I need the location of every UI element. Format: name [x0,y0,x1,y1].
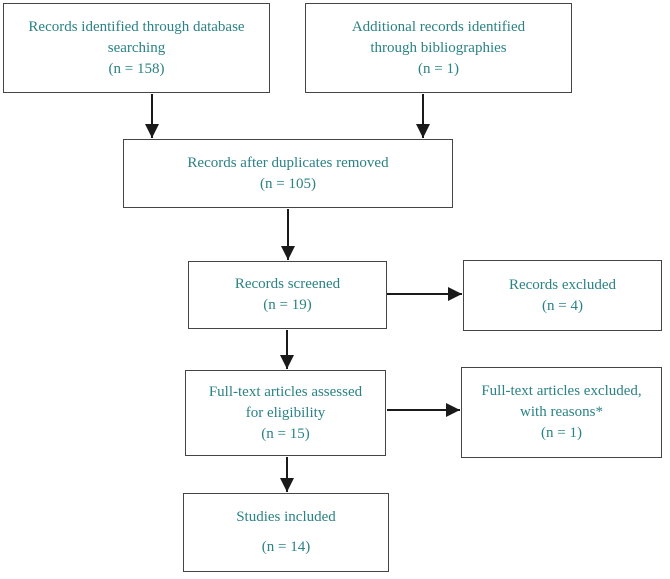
node-duplicates-removed-count: (n = 105) [260,175,316,192]
node-records-screened: Records screened (n = 19) [188,261,387,329]
node-studies-included-label: Studies included [236,509,336,525]
node-fulltext-assessed-count: (n = 15) [261,425,310,442]
node-fulltext-excluded-count: (n = 1) [541,425,582,441]
node-records-identified: Records identified through database sear… [3,3,270,93]
node-fulltext-assessed: Full-text articles assessed for eligibil… [185,370,386,456]
node-additional-records: Additional records identified through bi… [305,3,572,93]
node-duplicates-removed-label: Records after duplicates removed [187,154,389,171]
node-records-excluded: Records excluded (n = 4) [463,260,662,331]
node-fulltext-excluded: Full-text articles excluded, with reason… [461,367,662,458]
node-duplicates-removed: Records after duplicates removed (n = 10… [123,139,453,208]
node-fulltext-assessed-label: Full-text articles assessed for eligibil… [208,383,363,421]
node-records-screened-count: (n = 19) [263,297,312,313]
node-additional-records-label: Additional records identified through bi… [351,18,526,56]
node-records-excluded-count: (n = 4) [542,297,583,314]
node-records-excluded-label: Records excluded [508,276,617,293]
node-additional-records-count: (n = 1) [418,60,459,77]
node-records-identified-label: Records identified through database sear… [28,18,245,56]
node-records-identified-count: (n = 158) [108,60,165,77]
node-studies-included: Studies included (n = 14) [183,493,389,572]
node-studies-included-count: (n = 14) [261,539,311,555]
node-fulltext-excluded-label: Full-text articles excluded, with reason… [481,383,642,420]
node-records-screened-label: Records screened [234,276,341,292]
